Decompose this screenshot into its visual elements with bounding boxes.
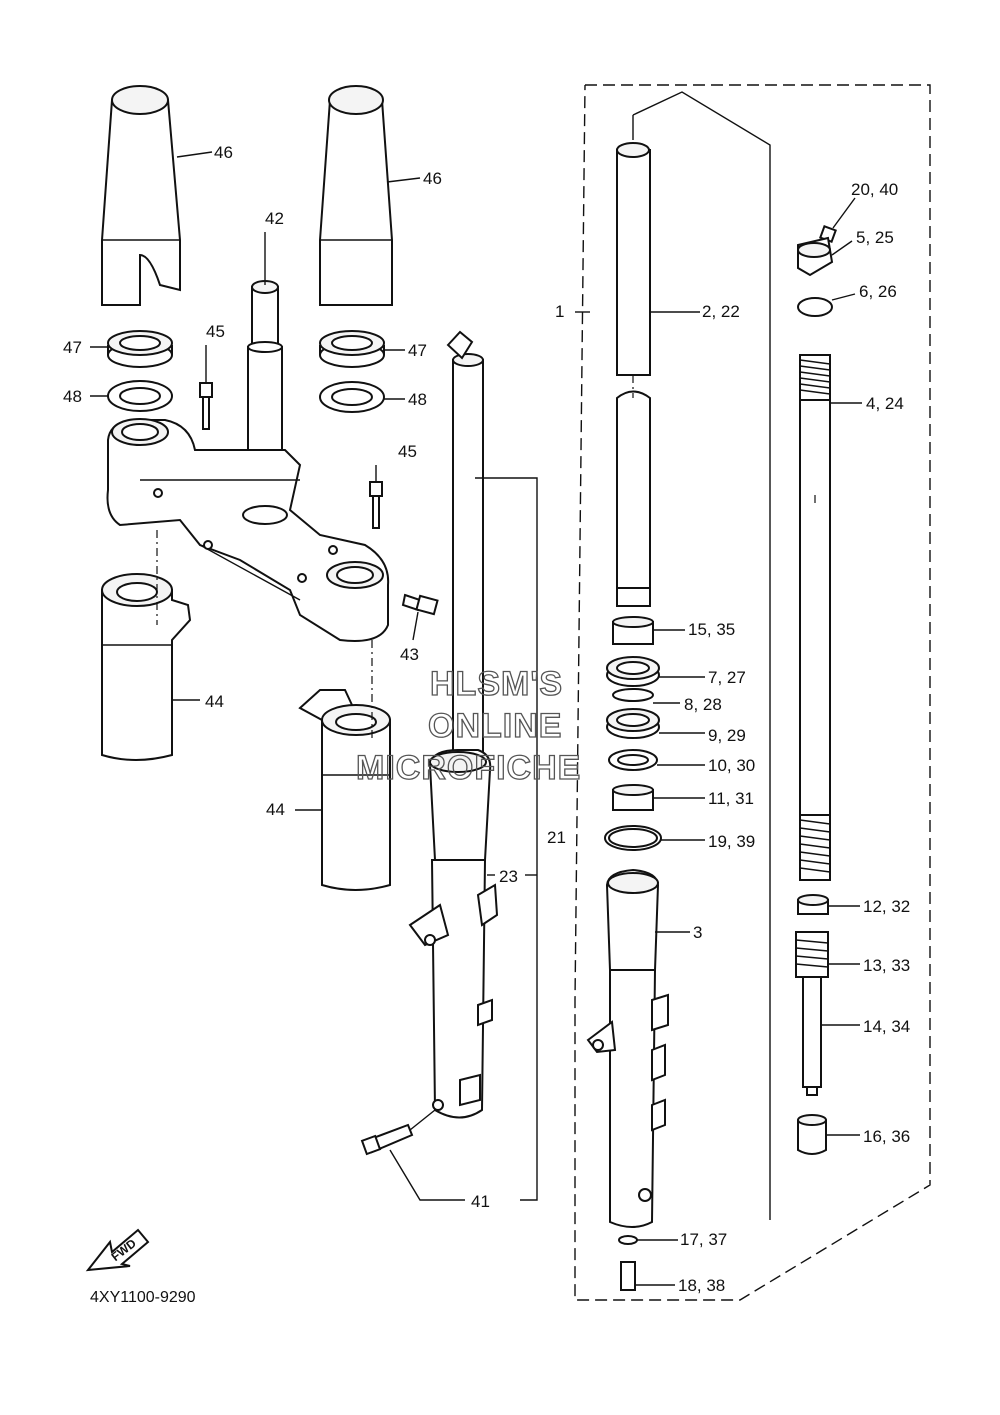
label-48-left: 48 — [63, 387, 82, 406]
dust-seal-9 — [606, 708, 705, 739]
label-5-25: 5, 25 — [856, 228, 894, 247]
label-23: 23 — [499, 867, 518, 886]
watermark: HLSM'S ONLINE MICROFICHE — [355, 664, 581, 787]
label-18-38: 18, 38 — [678, 1276, 725, 1295]
label-43: 43 — [400, 645, 419, 664]
bolt-45-left — [199, 345, 213, 430]
label-44-left: 44 — [205, 692, 224, 711]
bushing-15 — [612, 616, 685, 645]
label-20-40: 20, 40 — [851, 180, 898, 199]
o-ring-6 — [797, 293, 856, 317]
pinch-bolt-43 — [401, 593, 439, 641]
label-46-right: 46 — [423, 169, 442, 188]
label-4-24: 4, 24 — [866, 394, 904, 413]
label-3: 3 — [693, 923, 702, 942]
oil-lock-piece-16 — [797, 1114, 860, 1155]
label-13-33: 13, 33 — [863, 956, 910, 975]
adjuster-20 — [819, 197, 856, 243]
label-7-27: 7, 27 — [708, 668, 746, 687]
label-48-right: 48 — [408, 390, 427, 409]
fork-cover-upper-right — [319, 85, 421, 306]
washer-47-right — [319, 330, 405, 368]
lower-cover-44-right — [295, 640, 391, 891]
bolt-18 — [620, 1261, 675, 1291]
label-15-35: 15, 35 — [688, 620, 735, 639]
under-bracket — [106, 418, 390, 642]
spring-4 — [799, 354, 862, 881]
washer-47-left — [90, 330, 173, 368]
bolt-45-right — [369, 465, 383, 529]
bushing-11 — [612, 784, 705, 811]
washer-48-right — [319, 381, 405, 413]
ring-12 — [797, 894, 860, 915]
label-47-left: 47 — [63, 338, 82, 357]
label-41: 41 — [471, 1192, 490, 1211]
label-14-34: 14, 34 — [863, 1017, 910, 1036]
fork-internals-box — [574, 84, 931, 1301]
label-46-left: 46 — [214, 143, 233, 162]
label-21: 21 — [547, 828, 566, 847]
washer-48-left — [90, 380, 173, 412]
rebound-spring-13 — [795, 931, 860, 978]
label-42: 42 — [265, 209, 284, 228]
label-9-29: 9, 29 — [708, 726, 746, 745]
label-10-30: 10, 30 — [708, 756, 755, 775]
label-16-36: 16, 36 — [863, 1127, 910, 1146]
label-1: 1 — [555, 302, 564, 321]
fork-cover-upper-left — [101, 85, 213, 306]
label-8-28: 8, 28 — [684, 695, 722, 714]
label-45-right: 45 — [398, 442, 417, 461]
label-45-left: 45 — [206, 322, 225, 341]
washer-17 — [618, 1235, 678, 1245]
label-47-right: 47 — [408, 341, 427, 360]
watermark-line-2: ONLINE — [428, 707, 562, 745]
washer-10 — [608, 749, 705, 771]
label-2-22: 2, 22 — [702, 302, 740, 321]
lower-cover-44-left — [101, 530, 200, 761]
inner-tube — [616, 142, 700, 607]
callout-labels: 46 46 42 45 47 48 47 48 45 43 44 44 1 2,… — [63, 143, 910, 1295]
bolt-41 — [360, 1109, 465, 1201]
label-12-32: 12, 32 — [863, 897, 910, 916]
label-19-39: 19, 39 — [708, 832, 755, 851]
watermark-line-3: MICROFICHE — [356, 749, 581, 787]
outer-tube — [586, 868, 690, 1228]
damper-rod-14 — [802, 976, 860, 1096]
fwd-arrow-icon: FWD — [85, 1228, 150, 1272]
label-17-37: 17, 37 — [680, 1230, 727, 1249]
label-6-26: 6, 26 — [859, 282, 897, 301]
label-44-right: 44 — [266, 800, 285, 819]
oil-seal-7 — [606, 656, 705, 687]
ring-19 — [604, 825, 705, 851]
label-11-31: 11, 31 — [708, 789, 754, 808]
fork-assembly-complete — [408, 330, 538, 1201]
clip-8 — [612, 688, 680, 704]
watermark-line-1: HLSM'S — [430, 665, 563, 703]
diagram-code: 4XY1100-9290 — [90, 1289, 196, 1306]
cap-bolt-5 — [797, 236, 853, 277]
